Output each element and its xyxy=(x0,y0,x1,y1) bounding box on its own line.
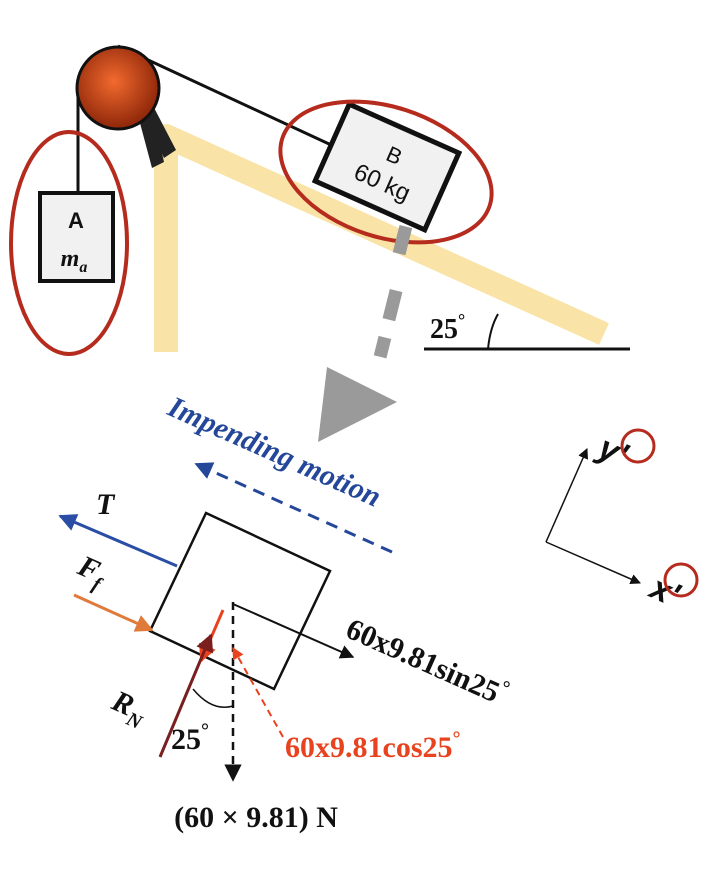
parallel-component-label: 60x9.81sin25° xyxy=(341,610,513,713)
tension-arrow xyxy=(58,514,178,568)
normal-arrow xyxy=(158,633,214,758)
incline-angle-label: 25° xyxy=(430,310,465,345)
weight-label: (60 × 9.81) N xyxy=(174,801,338,834)
block-a-mass: ma xyxy=(61,246,88,276)
block-b xyxy=(311,100,463,234)
x-axis xyxy=(545,541,641,585)
normal-label: RN xyxy=(104,684,154,735)
fbd-angle-label: 25° xyxy=(171,720,209,756)
block-a-name: A xyxy=(68,208,84,233)
fbd-block xyxy=(148,511,332,691)
incline-angle-arc xyxy=(487,313,499,350)
perpendicular-component-pointer xyxy=(232,646,284,738)
friction-arrow xyxy=(73,593,154,632)
block-a-highlight xyxy=(9,130,129,356)
motion-arrow xyxy=(194,462,393,554)
block-b-group: B 60 kg xyxy=(311,100,463,234)
rope-b xyxy=(117,44,343,152)
tension-label: T xyxy=(96,488,116,521)
friction-label: Ff xyxy=(70,549,113,597)
block-a xyxy=(38,191,115,283)
y-prime-highlight xyxy=(620,428,656,464)
zoom-arrow xyxy=(318,224,413,442)
parallel-component-arrow xyxy=(232,603,355,659)
x-prime-highlight xyxy=(663,562,699,598)
perpendicular-component-label: 60x9.81cos25° xyxy=(285,728,461,764)
pulley xyxy=(75,45,161,131)
fbd-angle-arc xyxy=(192,688,234,708)
y-axis xyxy=(545,448,588,543)
block-b-highlight xyxy=(278,99,494,245)
